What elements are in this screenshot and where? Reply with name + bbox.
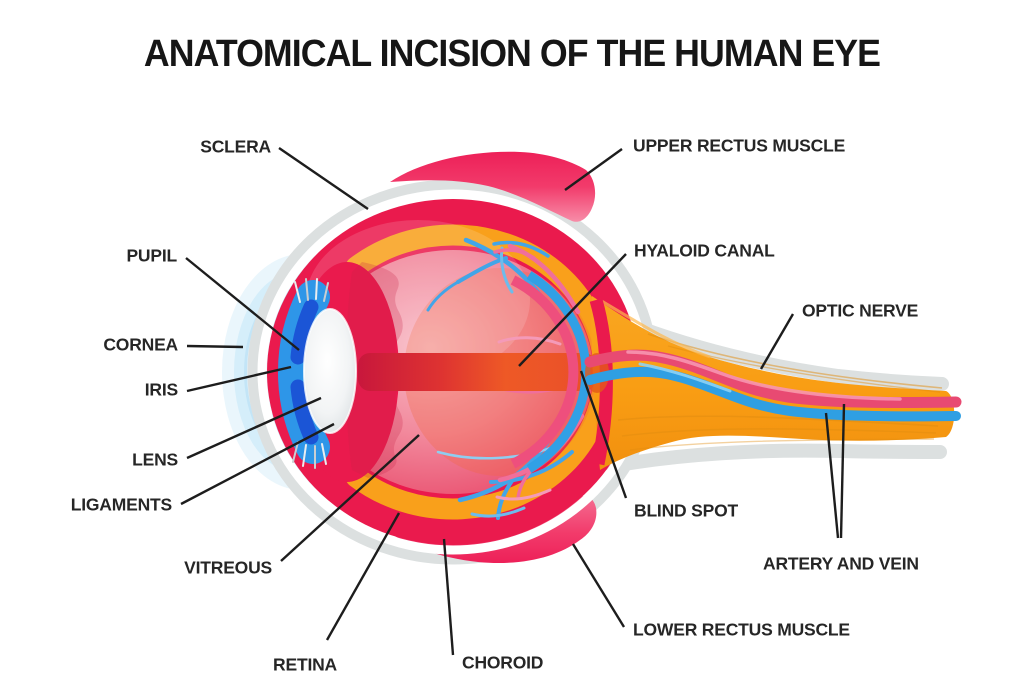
leader-line-ligaments [180, 422, 335, 506]
leader-lines [180, 147, 846, 656]
leader-line-hyaloid-canal [518, 253, 627, 367]
lens-shape [303, 308, 357, 434]
label-artery-and-vein: ARTERY AND VEIN [763, 553, 919, 574]
label-choroid: CHOROID [462, 652, 544, 673]
hyaloid-canal-shape [358, 353, 596, 391]
leader-line-iris [186, 365, 292, 393]
optic-nerve-fibers [599, 298, 943, 451]
label-sclera: SCLERA [200, 136, 271, 157]
leader-line-sclera [278, 147, 369, 210]
leader-line-blind-spot [579, 370, 628, 499]
label-hyaloid-canal: HYALOID CANAL [634, 240, 775, 261]
leader-line-lower-rectus-muscle [571, 543, 626, 628]
label-lower-rectus-muscle: LOWER RECTUS MUSCLE [633, 619, 850, 640]
label-iris: IRIS [144, 379, 178, 400]
label-upper-rectus-muscle: UPPER RECTUS MUSCLE [633, 135, 846, 156]
label-optic-nerve: OPTIC NERVE [802, 300, 919, 321]
central-artery [584, 349, 962, 408]
central-vein [585, 362, 961, 422]
upper-rectus-muscle-shape [390, 151, 596, 222]
label-lens: LENS [132, 449, 178, 470]
leader-line-choroid [442, 538, 455, 656]
label-vitreous: VITREOUS [184, 557, 272, 578]
leader-line-artery-and-vein [839, 403, 846, 539]
ligaments-shape [292, 278, 329, 469]
label-blind-spot: BLIND SPOT [634, 500, 738, 521]
optic-nerve-body [591, 296, 955, 470]
leader-line-cornea [186, 344, 244, 349]
leader-line-optic-nerve [759, 313, 795, 370]
leader-line-artery-and-vein [824, 412, 840, 539]
leader-line-vitreous [280, 434, 420, 562]
label-ligaments: LIGAMENTS [70, 494, 172, 515]
leader-line-lens [186, 396, 322, 460]
label-retina: RETINA [273, 654, 337, 675]
leader-line-retina [325, 512, 401, 641]
central-artery-arc [510, 275, 579, 469]
label-cornea: CORNEA [103, 334, 178, 355]
leader-line-pupil [185, 257, 300, 351]
leader-line-upper-rectus-muscle [564, 148, 623, 191]
diagram-title: ANATOMICAL INCISION OF THE HUMAN EYE [143, 33, 881, 75]
label-pupil: PUPIL [126, 245, 177, 266]
